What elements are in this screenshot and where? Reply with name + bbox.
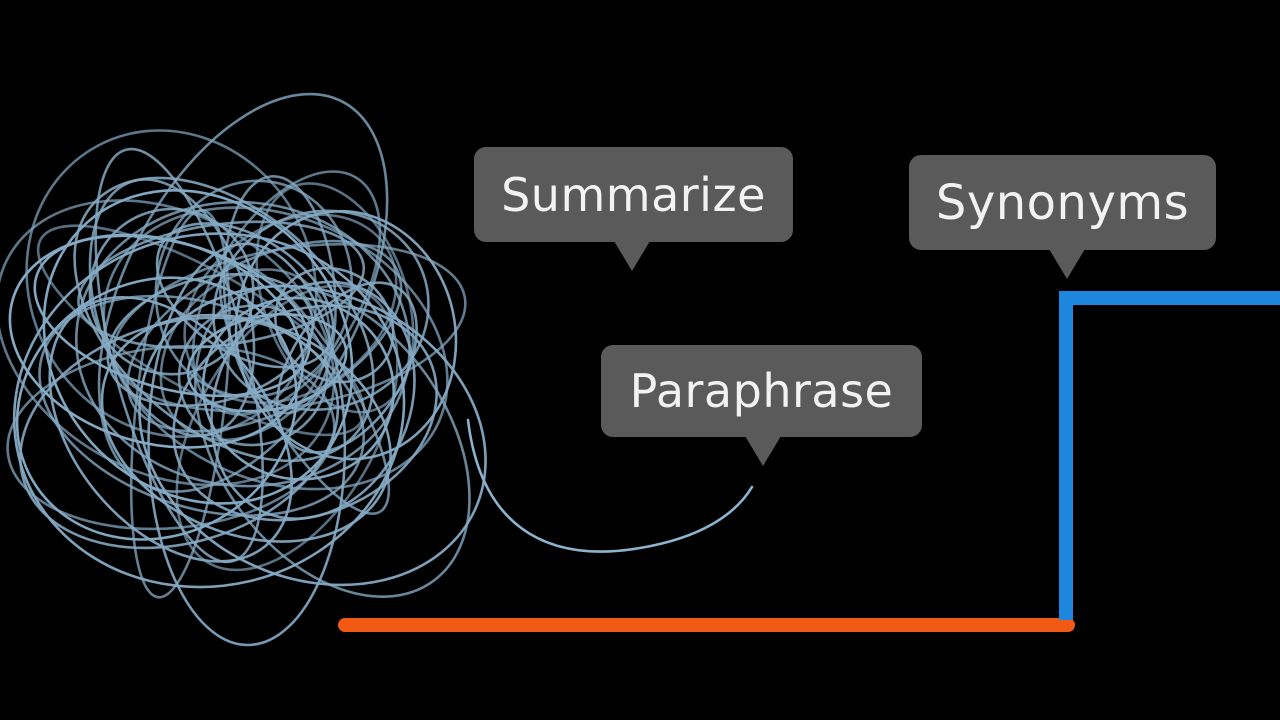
synonyms-label: Synonyms: [935, 174, 1190, 231]
blue-step-line: [1059, 291, 1280, 620]
synonyms-bubble-tail: [1049, 249, 1085, 279]
paraphrase-label: Paraphrase: [629, 364, 894, 418]
scribble-loop: [222, 175, 337, 415]
tangled-scribble-icon: [0, 92, 487, 647]
summarize-label: Summarize: [501, 167, 766, 222]
scribble-loop: [255, 182, 415, 414]
synonyms-bubble: Synonyms: [909, 155, 1216, 279]
scribble-loop: [175, 284, 399, 572]
scribble-loop: [97, 92, 389, 493]
scribble-loop: [106, 272, 314, 408]
scribble-loop: [129, 209, 231, 599]
scribble-loop: [38, 294, 365, 517]
scribble-tail-curve: [466, 418, 754, 553]
scribble-loop: [42, 189, 354, 505]
scribble-loop: [0, 199, 336, 487]
summarize-bubble-tail: [614, 241, 650, 271]
scribble-loop: [15, 276, 298, 541]
scribble-loop: [210, 280, 416, 520]
scribble-loop: [194, 284, 471, 598]
scribble-loop: [33, 234, 311, 398]
scribble-loop: [138, 284, 487, 587]
scribble-loop: [172, 304, 438, 522]
paraphrase-bubble-tail: [745, 436, 781, 466]
paraphrase-bubble: Paraphrase: [601, 345, 922, 466]
summarize-bubble: Summarize: [474, 147, 793, 271]
